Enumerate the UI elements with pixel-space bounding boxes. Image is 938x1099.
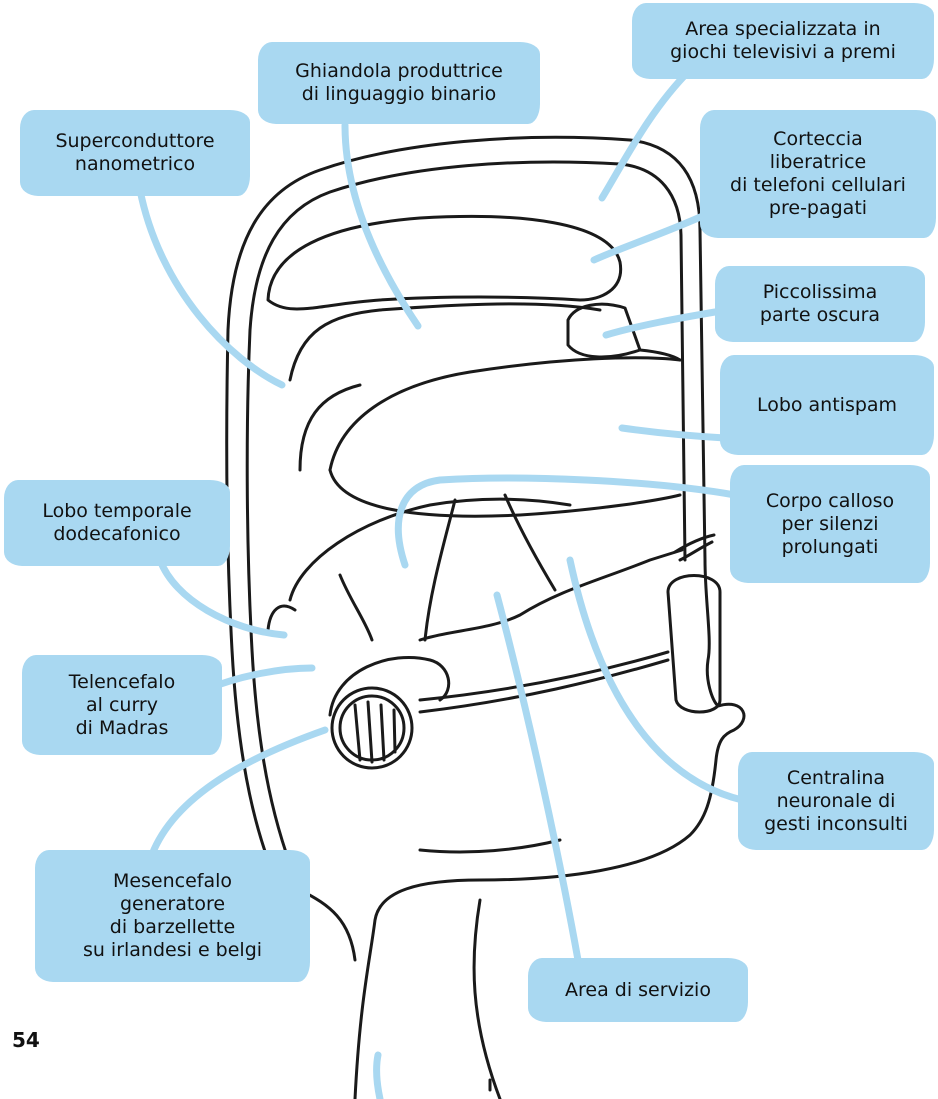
label-piccolissima-parte-oscura: Piccolissima parte oscura [715,266,925,342]
label-line: Corpo calloso [766,490,894,513]
label-line: Piccolissima [763,281,878,304]
label-line: Ghiandola produttrice [295,60,503,83]
label-line: Centralina [787,767,885,790]
label-line: Lobo antispam [757,394,897,417]
label-lobo-temporale-dodecafonico: Lobo temporale dodecafonico [4,480,230,566]
leader-supercond [140,190,282,385]
label-line: prolungati [782,536,879,559]
leader-servizio [497,595,578,960]
label-line: parte oscura [760,304,880,327]
label-corteccia-liberatrice: Corteccia liberatrice di telefoni cellul… [700,110,936,238]
leader-ghiandola [345,125,418,326]
page-number: 54 [12,1028,40,1052]
leader-corteccia [594,215,705,260]
label-line: Area di servizio [565,979,711,1002]
label-line: per silenzi [781,513,878,536]
label-telencefalo-curry: Telencefalo al curry di Madras [22,655,222,755]
label-line: neuronale di [777,790,896,813]
label-line: generatore [120,893,225,916]
label-line: di barzellette [110,916,235,939]
leader-neck [377,1055,380,1099]
label-line: Superconduttore [55,130,214,153]
label-line: Corteccia [773,128,863,151]
leader-antispam [622,428,725,438]
label-corpo-calloso: Corpo calloso per silenzi prolungati [730,465,930,583]
label-line: di Madras [76,717,169,740]
leader-temporale [160,560,284,635]
label-ghiandola-linguaggio-binario: Ghiandola produttrice di linguaggio bina… [258,42,540,124]
label-mesencefalo-barzellette: Mesencefalo generatore di barzellette su… [35,850,310,982]
leader-area-giochi [602,70,690,198]
label-line: Telencefalo [69,671,175,694]
label-lobo-antispam: Lobo antispam [720,355,934,455]
label-superconduttore-nanometrico: Superconduttore nanometrico [20,110,250,196]
label-line: su irlandesi e belgi [83,939,262,962]
label-line: liberatrice [770,151,866,174]
label-line: di linguaggio binario [302,83,497,106]
label-line: giochi televisivi a premi [670,41,896,64]
label-line: pre-pagati [769,197,867,220]
label-line: Area specializzata in [685,18,880,41]
label-line: Mesencefalo [113,870,232,893]
label-line: di telefoni cellulari [730,174,906,197]
label-line: al curry [86,694,158,717]
label-area-giochi-televisivi: Area specializzata in giochi televisivi … [632,3,934,79]
label-centralina-gesti-inconsulti: Centralina neuronale di gesti inconsulti [738,752,934,850]
label-line: nanometrico [75,153,195,176]
label-area-di-servizio: Area di servizio [528,958,748,1022]
label-line: gesti inconsulti [764,813,908,836]
leader-telencefalo [210,668,312,688]
leader-piccolissima [606,312,715,335]
label-line: Lobo temporale [42,500,191,523]
label-line: dodecafonico [53,523,180,546]
